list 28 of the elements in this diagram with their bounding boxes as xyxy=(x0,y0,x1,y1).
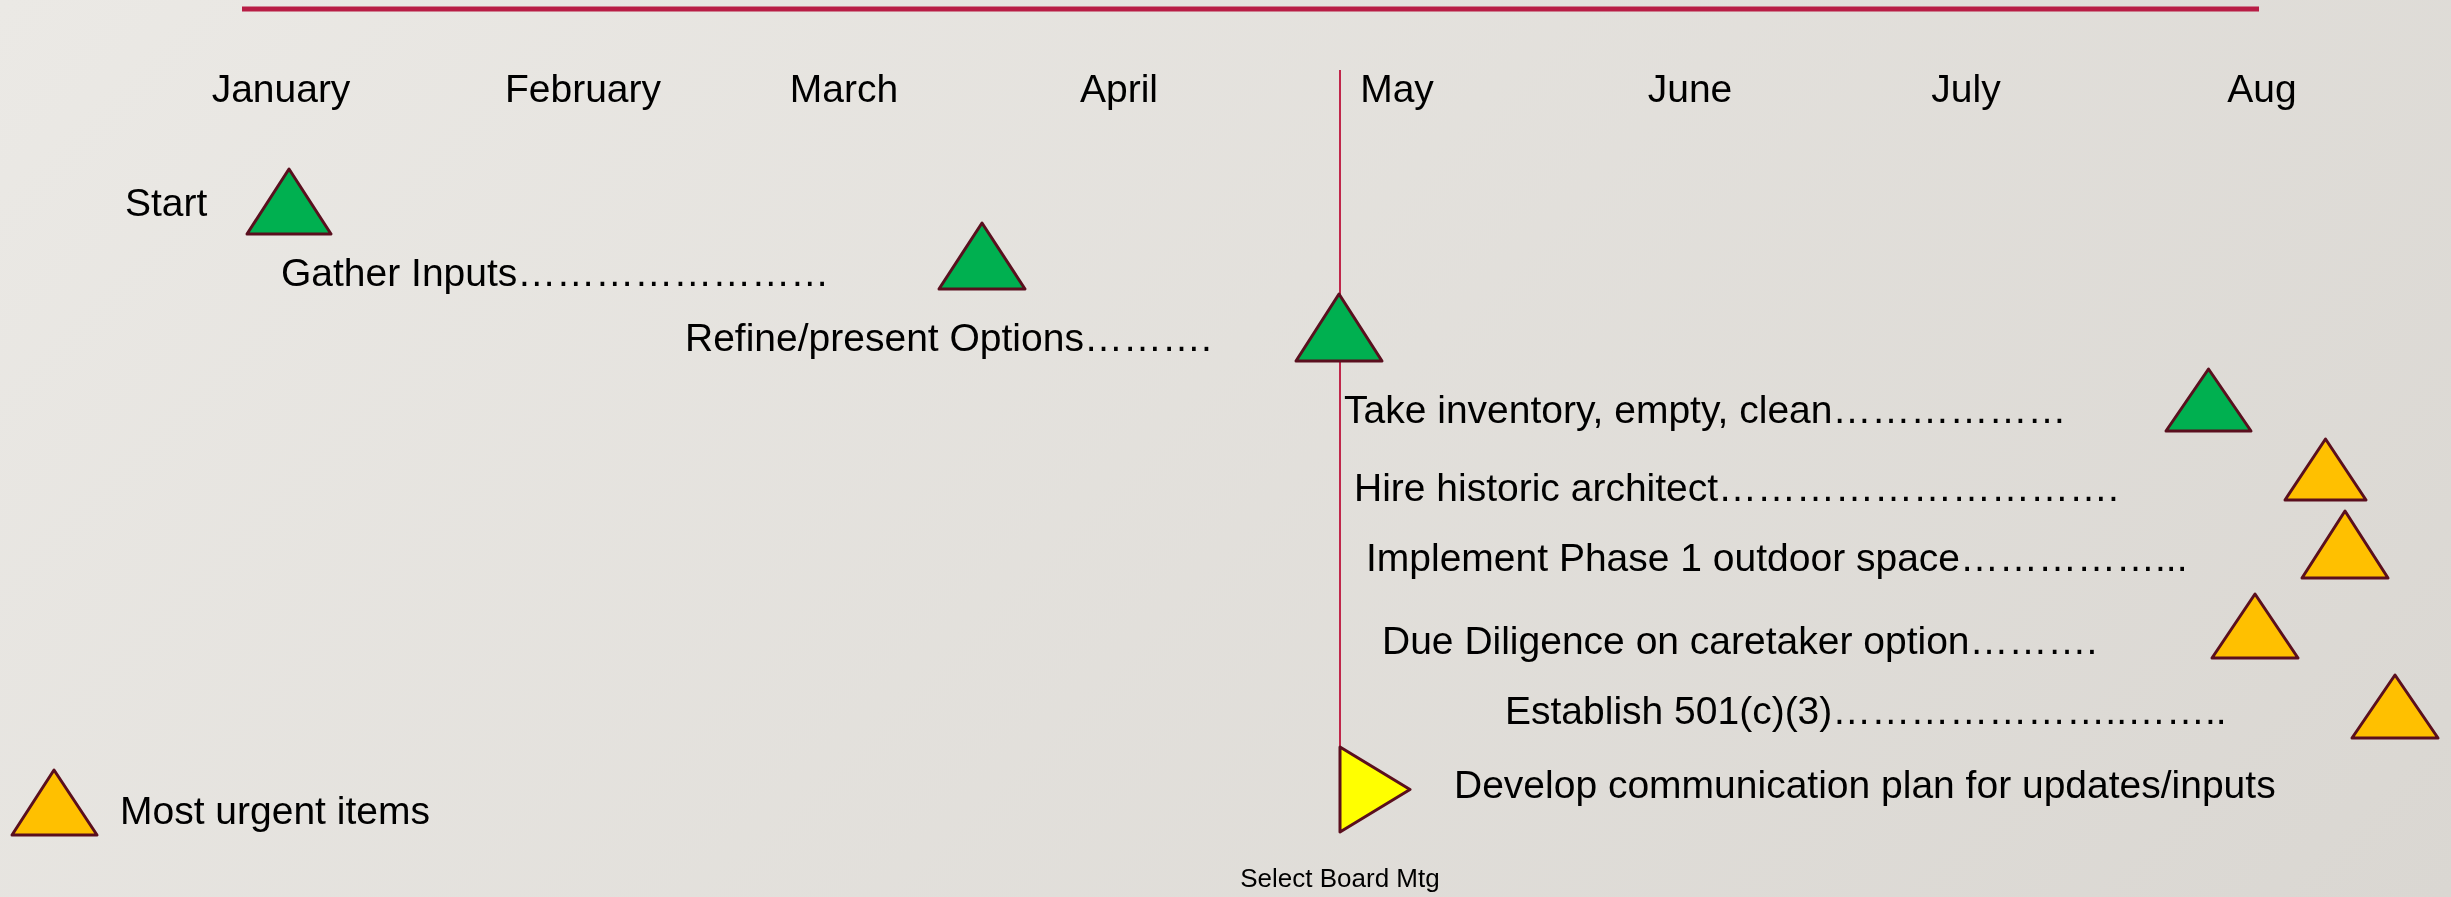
milestone-triangle xyxy=(2350,673,2440,740)
milestone-triangle xyxy=(2210,592,2300,660)
task-label: Develop communication plan for updates/inputs xyxy=(1454,765,2276,804)
task-label: Start xyxy=(125,183,208,222)
milestone-triangle xyxy=(2164,367,2253,433)
month-label: April xyxy=(1080,69,1158,108)
milestone-triangle xyxy=(1338,745,1412,834)
milestone-triangle xyxy=(1294,292,1384,363)
legend-label: Most urgent items xyxy=(120,791,430,830)
task-label: Gather Inputs…………………… xyxy=(281,253,830,292)
milestone-triangle xyxy=(2283,437,2368,502)
task-label: Due Diligence on caretaker option………. xyxy=(1382,621,2098,660)
milestone-triangle xyxy=(245,167,333,236)
task-label: Establish 501(c)(3)…………………..…….. xyxy=(1505,691,2227,730)
task-label: Hire historic architect…………………………. xyxy=(1354,468,2119,507)
month-label: June xyxy=(1647,69,1733,108)
task-label: Implement Phase 1 outdoor space……………... xyxy=(1366,538,2188,577)
month-label: March xyxy=(789,69,899,108)
month-label: July xyxy=(1931,69,2001,108)
month-label: May xyxy=(1360,69,1434,108)
milestone-label: Select Board Mtg xyxy=(1240,865,1440,891)
milestone-triangle xyxy=(937,221,1027,291)
month-label: Aug xyxy=(2227,69,2297,108)
task-label: Take inventory, empty, clean……………… xyxy=(1344,390,2067,429)
milestone-triangle xyxy=(2300,509,2390,580)
month-label: February xyxy=(504,69,662,108)
month-label: January xyxy=(211,69,351,108)
task-label: Refine/present Options………. xyxy=(685,318,1212,357)
